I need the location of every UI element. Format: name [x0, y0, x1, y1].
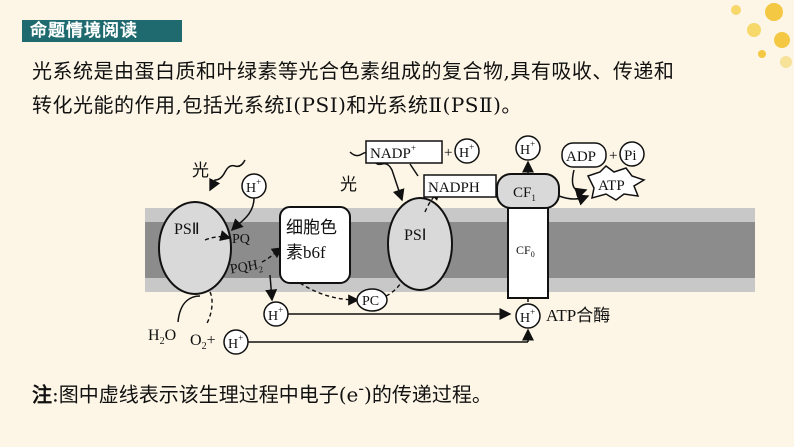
light-left-wave — [210, 160, 245, 190]
nadp-label: NADP+ — [370, 143, 416, 162]
membrane-top-band — [145, 208, 755, 222]
arrow-adp-to-atp — [573, 170, 587, 191]
nadph-label: NADPH — [428, 180, 480, 196]
adp-label: ADP — [566, 149, 596, 165]
footnote: 注:图中虚线表示该生理过程中电子(e-)的传递过程。 — [32, 374, 782, 410]
footnote-lead: 注 — [32, 383, 52, 407]
psi-complex — [388, 198, 452, 290]
arrow-nadp-to-nadph — [410, 164, 418, 176]
pi-label: Pi — [624, 148, 637, 164]
arrow-water-split — [178, 296, 200, 322]
electron-path-water-psii — [206, 292, 212, 325]
psii-complex — [159, 202, 231, 294]
cytochrome-label-line1: 细胞色 — [286, 218, 337, 237]
o2-label: O2+ — [190, 332, 216, 352]
arrow-cf1-to-atp — [559, 196, 588, 199]
cytochrome-label-line2: 素b6f — [286, 243, 326, 262]
pc-label: PC — [362, 294, 379, 309]
light-right-label: 光 — [340, 175, 357, 194]
footnote-text: :图中虚线表示该生理过程中电子(e — [52, 383, 358, 407]
adp-plus-sign: + — [609, 148, 617, 164]
footnote-text-end: )的传递过程。 — [364, 383, 492, 407]
light-left-label: 光 — [192, 161, 209, 180]
membrane-bottom-band — [145, 278, 755, 292]
psii-label: PSⅡ — [174, 221, 200, 238]
water-label: H2O — [148, 327, 176, 347]
pq-label: PQ — [232, 232, 250, 247]
nadp-plus-sign: + — [444, 145, 452, 161]
psi-label: PSⅠ — [404, 227, 427, 244]
atp-synthase-label: ATP合酶 — [546, 306, 610, 325]
atp-label: ATP — [598, 178, 625, 194]
